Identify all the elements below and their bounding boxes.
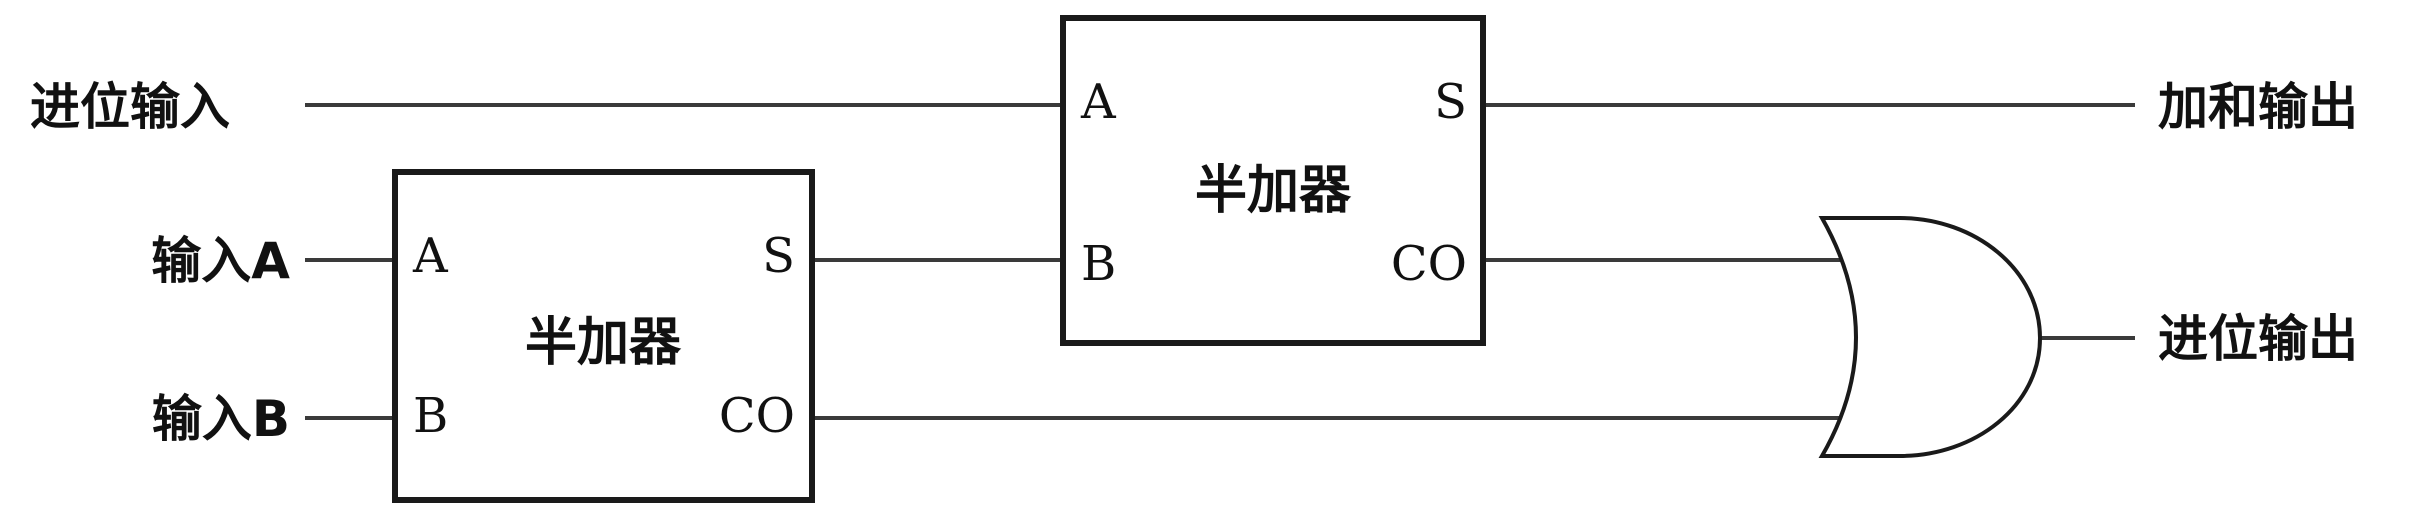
half-adder-1-pin-co: CO (719, 388, 795, 444)
label-input-a: 输入A (151, 232, 290, 290)
label-carry-out: 进位输出 (2158, 310, 2358, 368)
half-adder-2: A B S CO 半加器 (1060, 15, 1486, 346)
half-adder-2-pin-b: B (1081, 236, 1116, 292)
half-adder-1-pin-a: A (412, 228, 449, 284)
half-adder-2-pin-a: A (1080, 74, 1117, 130)
half-adder-2-pin-s: S (1434, 74, 1467, 130)
label-carry-in: 进位输入 (30, 78, 230, 136)
half-adder-1-pin-s: S (762, 228, 795, 284)
wires (305, 103, 2135, 420)
half-adder-2-pin-co: CO (1391, 236, 1467, 292)
half-adder-1-title: 半加器 (525, 313, 682, 373)
half-adder-1-pin-b: B (413, 388, 448, 444)
label-sum-out: 加和输出 (2158, 78, 2358, 136)
or-gate (1818, 216, 2043, 458)
half-adder-2-box (1060, 15, 1486, 346)
half-adder-2-title: 半加器 (1195, 161, 1352, 221)
label-input-b: 输入B (152, 390, 290, 448)
half-adder-1-box (392, 169, 815, 503)
half-adder-1: A B S CO 半加器 (392, 169, 815, 503)
